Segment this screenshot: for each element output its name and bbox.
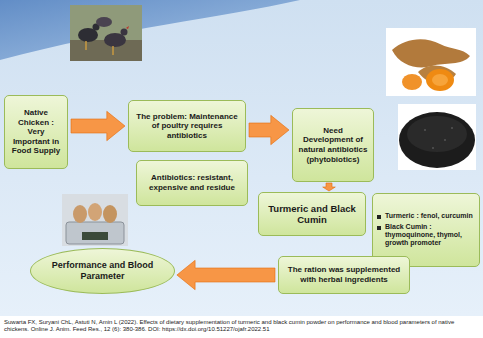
flow-arrow <box>323 183 336 191</box>
bullet-row: Turmeric : fenol, curcumin <box>377 212 475 220</box>
herb-box: Turmeric and Black Cumin <box>258 192 366 236</box>
turmeric-photo <box>386 28 476 96</box>
ration-box: The ration was supplemented with herbal … <box>278 256 410 294</box>
flow-arrow <box>249 115 289 144</box>
flow-arrow <box>177 260 275 289</box>
problem-box: The problem: Maintenance of poultry requ… <box>128 100 246 152</box>
context-box: Native Chicken : Very Important in Food … <box>4 95 68 169</box>
node-text: Native Chicken : Very Important in Food … <box>9 108 63 156</box>
bullet-mark <box>377 226 381 230</box>
need-box: Need Development of natural antibiotics … <box>292 108 374 182</box>
chicken-photo <box>70 5 142 61</box>
flow-arrow <box>71 111 125 140</box>
node-text: Black Cumin : thymoquinone, thymol, grow… <box>385 223 475 248</box>
node-text: Performance and Blood Parameter <box>35 260 170 282</box>
panel <box>0 0 483 316</box>
node-text: Need Development of natural antibiotics … <box>297 126 369 164</box>
node-text: Antibiotics: resistant, expensive and re… <box>141 173 243 192</box>
black-cumin-photo <box>398 104 476 170</box>
bullet-row: Black Cumin : thymoquinone, thymol, grow… <box>377 223 475 248</box>
header-band <box>0 0 300 60</box>
bullet-mark <box>377 215 381 219</box>
node-text: Turmeric : fenol, curcumin <box>385 212 473 220</box>
citation-caption: Suwarta FX, Suryani ChL, Astuti N, Amin … <box>4 319 480 333</box>
node-text: Turmeric and Black Cumin <box>263 203 361 226</box>
note-box: Antibiotics: resistant, expensive and re… <box>136 160 248 206</box>
result-oval: Performance and Blood Parameter <box>30 248 175 294</box>
eggs-on-scale-photo <box>62 194 128 246</box>
node-text: The ration was supplemented with herbal … <box>283 265 405 284</box>
node-text: The problem: Maintenance of poultry requ… <box>133 112 241 141</box>
